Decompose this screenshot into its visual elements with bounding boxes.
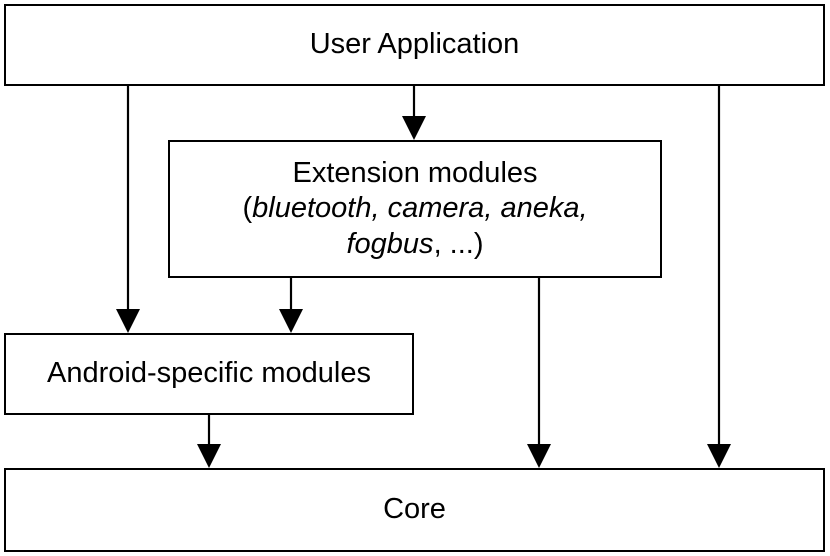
arrowhead-user-to-core — [707, 444, 731, 468]
core-box: Core — [4, 468, 825, 552]
user-application-label: User Application — [309, 28, 520, 61]
extension-modules-examples-line2: fogbus, ...) — [242, 227, 587, 262]
extension-modules-text: Extension modules (bluetooth, camera, an… — [242, 156, 587, 262]
open-paren: ( — [242, 192, 253, 225]
android-specific-modules-box: Android-specific modules — [4, 333, 414, 415]
example-fogbus: fogbus — [346, 227, 434, 260]
arrowhead-extension-to-core — [527, 444, 551, 468]
arrowhead-android-to-core — [197, 444, 221, 468]
example-camera: camera — [387, 192, 485, 225]
separator-2: , — [484, 192, 501, 225]
android-specific-modules-label: Android-specific modules — [47, 357, 371, 390]
example-bluetooth: bluetooth — [252, 192, 372, 225]
example-aneka: aneka — [500, 192, 580, 225]
arrowhead-user-to-android — [116, 309, 140, 333]
arrowhead-user-to-extension — [402, 116, 426, 140]
extension-modules-title: Extension modules — [292, 156, 538, 189]
arrowhead-extension-to-android — [279, 309, 303, 333]
extension-modules-examples-line1: (bluetooth, camera, aneka, — [242, 191, 587, 226]
examples-tail: , ...) — [433, 227, 484, 260]
separator-3: , — [579, 192, 588, 225]
user-application-box: User Application — [4, 4, 825, 86]
core-label: Core — [383, 493, 446, 526]
separator-1: , — [371, 192, 388, 225]
extension-modules-box: Extension modules (bluetooth, camera, an… — [168, 140, 662, 278]
